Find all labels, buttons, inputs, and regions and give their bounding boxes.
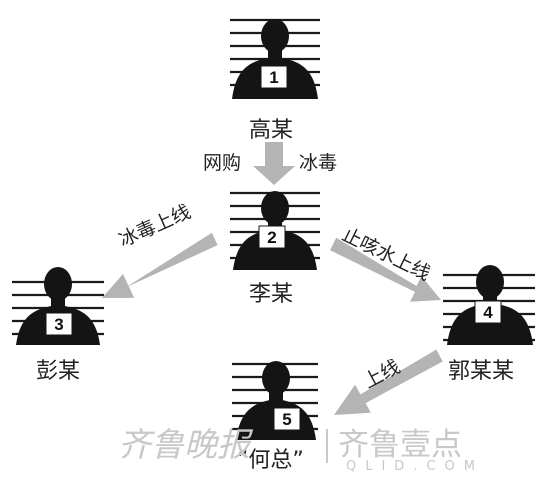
edge-label-gao-li-right: 冰毒 xyxy=(299,152,338,174)
number-label: 2 xyxy=(267,228,276,247)
watermark-brand: 齐鲁壹点 xyxy=(338,427,462,463)
number-label: 5 xyxy=(282,410,291,429)
number-card xyxy=(45,312,73,336)
number-card xyxy=(260,65,288,89)
head-silhouette xyxy=(261,19,289,53)
person-name-guo: 郭某某 xyxy=(448,359,515,384)
head-silhouette xyxy=(261,191,289,225)
mugshot-guo: 4 xyxy=(443,265,535,345)
head-silhouette xyxy=(44,267,72,301)
person-name-gao: 高某 xyxy=(249,118,294,143)
body-silhouette xyxy=(233,229,317,270)
number-card xyxy=(474,300,502,324)
arrow-li-to-peng xyxy=(102,232,218,298)
head-silhouette xyxy=(262,361,290,395)
edge-label-gao-li-left: 网购 xyxy=(203,152,242,174)
number-label: 1 xyxy=(269,68,278,87)
watermark-main: 齐鲁晚报 xyxy=(118,425,250,464)
arrow-gao-to-li xyxy=(253,142,295,185)
mugshot-li: 2 xyxy=(230,191,320,270)
mugshot-he: 5 xyxy=(232,361,318,440)
arrow-li-to-guo xyxy=(330,237,441,302)
body-silhouette xyxy=(447,303,533,345)
mugshot-gao: 1 xyxy=(230,18,320,99)
person-name-peng: 彭某 xyxy=(36,359,81,384)
number-label: 3 xyxy=(54,315,63,334)
head-silhouette xyxy=(476,265,504,299)
watermark-divider xyxy=(326,429,328,463)
number-card xyxy=(273,407,301,431)
person-name-he: “何总” xyxy=(237,448,304,473)
arrow-guo-to-he xyxy=(334,349,443,415)
watermark-domain: QLID.COM xyxy=(346,459,484,474)
number-card xyxy=(258,225,286,249)
mugshot-peng: 3 xyxy=(12,267,104,345)
number-label: 4 xyxy=(483,303,493,322)
person-name-li: 李某 xyxy=(249,282,294,307)
